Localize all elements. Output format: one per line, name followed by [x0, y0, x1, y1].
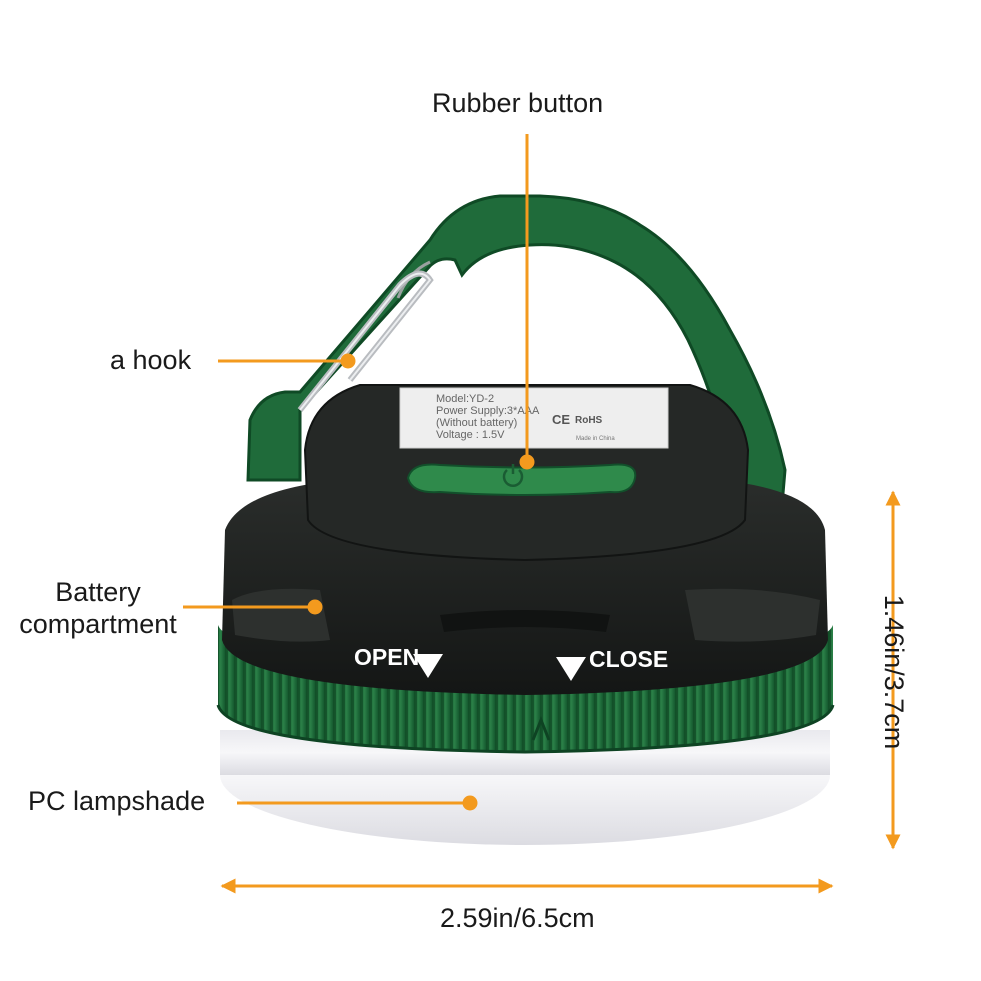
battery-label-line1: Battery [55, 577, 141, 607]
rubber-button-label: Rubber button [432, 88, 604, 118]
open-text: OPEN [354, 644, 419, 670]
open-arrow-icon [413, 654, 443, 678]
width-dimension-label: 2.59in/6.5cm [440, 903, 595, 933]
sticker-voltage: Voltage : 1.5V [436, 429, 505, 441]
power-icon [502, 464, 524, 487]
close-text: CLOSE [589, 646, 668, 672]
label-sticker [399, 387, 669, 449]
battery-label-line2: compartment [19, 608, 177, 639]
ce-mark: CE [552, 412, 570, 427]
made-in-text: Made in China [576, 436, 615, 442]
lampshade-label: PC lampshade [28, 786, 206, 816]
sticker-battery-note: (Without battery) [436, 417, 517, 429]
close-arrow-icon [556, 657, 586, 681]
battery-compartment-label: Battery compartment [8, 577, 188, 641]
handle [246, 194, 787, 507]
sticker-power: Power Supply:3*AAA [436, 405, 540, 417]
sticker-model: Model:YD-2 [436, 393, 494, 405]
height-dimension-label: 1.46in/3.7cm [878, 594, 909, 750]
hook-label: a hook [110, 345, 192, 375]
rohs-mark: RoHS [575, 415, 603, 426]
